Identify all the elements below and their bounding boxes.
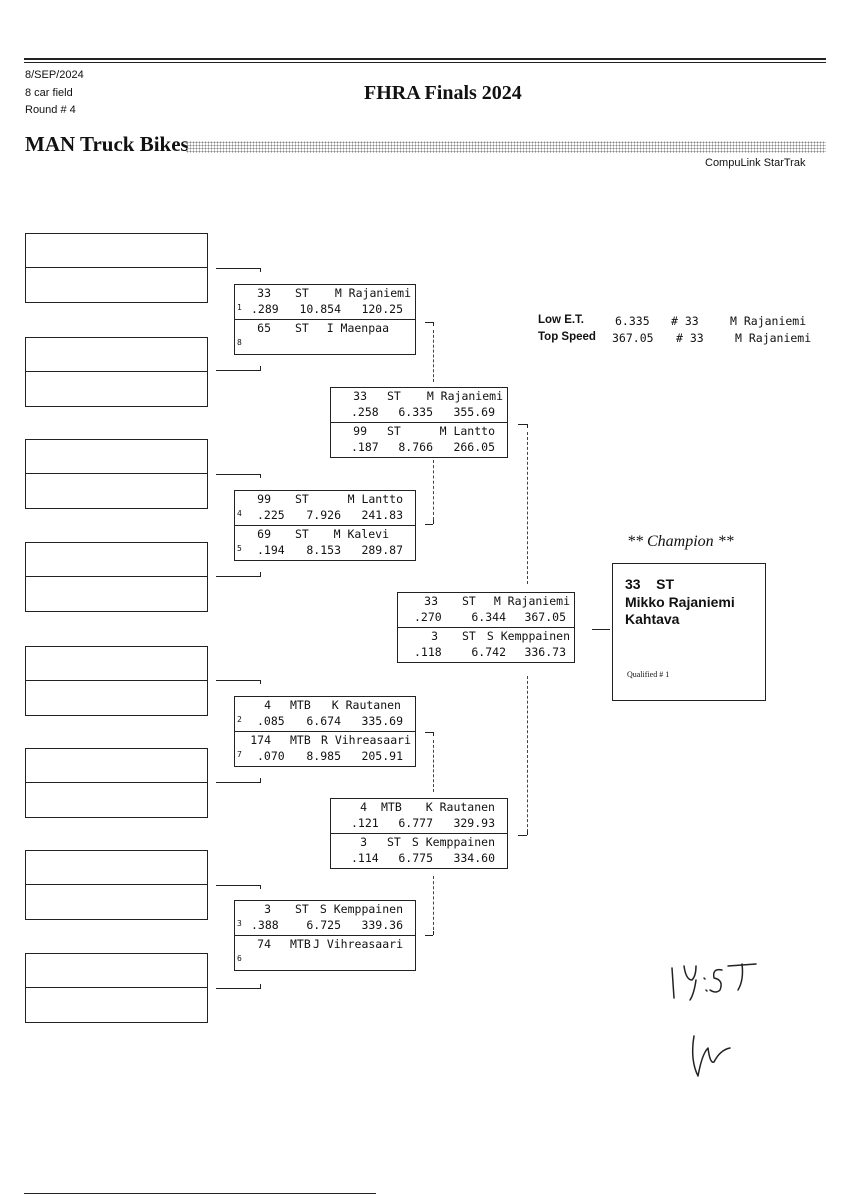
bracket-connector (518, 424, 527, 425)
low-et-driver: M Rajaniemi (730, 314, 807, 328)
bracket-connector (433, 322, 434, 326)
low-et-value: 6.335 (615, 314, 650, 328)
champion-heading: ** Champion ** (627, 533, 734, 550)
top-speed-value: 367.05 (612, 331, 654, 345)
bracket-connector (425, 322, 433, 323)
bracket-connector (260, 984, 261, 988)
bracket-connector (425, 524, 433, 525)
empty-slot-box (25, 439, 208, 509)
bracket-connector (260, 680, 261, 684)
bracket-connector (433, 460, 434, 520)
round-number: Round # 4 (25, 104, 76, 116)
bracket-connector (433, 876, 434, 930)
bracket-connector (216, 370, 261, 371)
empty-slot-box (25, 646, 208, 716)
bracket-connector (216, 885, 261, 886)
bracket-connector (216, 782, 261, 783)
final-to-champion-connector (592, 629, 610, 630)
bracket-connector (216, 268, 261, 269)
empty-slot-box (25, 542, 208, 612)
event-title: FHRA Finals 2024 (364, 82, 522, 104)
handwritten-signature (671, 963, 757, 1077)
bracket-connector (433, 740, 434, 792)
bracket-connector (425, 935, 433, 936)
bracket-connector (433, 330, 434, 382)
bracket-connector (527, 831, 528, 835)
empty-slot-box (25, 233, 208, 303)
class-name: MAN Truck Bikes (25, 132, 189, 156)
bracket-connector (518, 835, 527, 836)
title-dot-pattern (186, 141, 826, 153)
bracket-connector (433, 520, 434, 524)
bracket-connector (216, 576, 261, 577)
bracket-connector (260, 366, 261, 370)
top-speed-driver: M Rajaniemi (735, 331, 812, 345)
bracket-connector (216, 474, 261, 475)
top-speed-label: Top Speed (538, 331, 596, 343)
event-date: 8/SEP/2024 (25, 69, 84, 81)
bracket-connector (433, 931, 434, 935)
bracket-connector (260, 885, 261, 889)
bracket-connector (527, 432, 528, 584)
bracket-connector (260, 778, 261, 782)
bracket-connector (260, 572, 261, 576)
top-speed-car: # 33 (676, 331, 704, 345)
field-size: 8 car field (25, 87, 73, 99)
bracket-connector (527, 424, 528, 428)
champion-qualified: Qualified # 1 (627, 670, 670, 679)
top-rule-thin (24, 62, 826, 63)
bracket-connector (433, 732, 434, 736)
champion-town: Kahtava (625, 611, 680, 627)
brand-name: CompuLink StarTrak (705, 157, 806, 169)
bottom-rule (24, 1193, 376, 1194)
bracket-connector (527, 676, 528, 832)
champion-box: 33 ST Mikko Rajaniemi Kahtava Qualified … (612, 563, 766, 701)
low-et-car: # 33 (671, 314, 699, 328)
bracket-connector (260, 268, 261, 272)
empty-slot-box (25, 953, 208, 1023)
bracket-connector (216, 988, 261, 989)
champion-car-class: 33 ST (625, 576, 675, 592)
low-et-label: Low E.T. (538, 314, 584, 326)
champion-name: Mikko Rajaniemi (625, 594, 735, 610)
empty-slot-box (25, 337, 208, 407)
empty-slot-box (25, 748, 208, 818)
bracket-connector (260, 474, 261, 478)
bracket-connector (425, 732, 433, 733)
bracket-connector (216, 680, 261, 681)
top-rule-thick (24, 58, 826, 60)
empty-slot-box (25, 850, 208, 920)
